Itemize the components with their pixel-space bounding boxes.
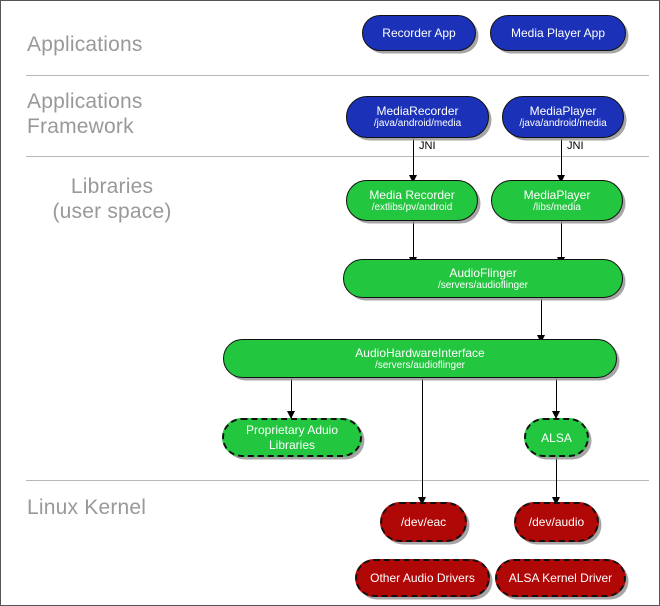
node-proprietary-audio-libs-title: Proprietary Aduio Libraries: [245, 422, 339, 452]
node-recorder-app[interactable]: Recorder App: [362, 15, 476, 51]
arrow-audiohardwareinterface-to-proprietary-libs: [287, 411, 295, 419]
node-dev-eac[interactable]: /dev/eac: [380, 502, 467, 542]
node-alsa-kernel-driver-title: ALSA Kernel Driver: [508, 571, 613, 585]
layer-label-libraries: Libraries (user space): [52, 175, 172, 223]
node-dev-eac-title: /dev/eac: [400, 515, 447, 529]
edge-audiohardwareinterface-to-dev-eac: [422, 377, 424, 503]
arrow-audiohardwareinterface-to-alsa: [552, 411, 560, 419]
layer-label-applications-framework: Applications Framework: [27, 90, 143, 138]
arrow-mediaplayer-to-mediaplayer-lib: [557, 175, 565, 183]
arrow-mediarecorder-to-media-recorder-lib: [409, 175, 417, 183]
edge-label-jni-player: JNI: [567, 140, 584, 152]
node-audiohardwareinterface-subtitle: /servers/audioflinger: [374, 359, 466, 371]
node-media-player-app[interactable]: Media Player App: [490, 15, 626, 51]
arrow-alsa-to-dev-audio: [552, 497, 560, 505]
node-mediarecorder-framework-title: MediaRecorder: [376, 104, 459, 118]
node-mediarecorder-framework[interactable]: MediaRecorder /java/android/media: [346, 96, 489, 138]
node-alsa-kernel-driver[interactable]: ALSA Kernel Driver: [495, 559, 626, 597]
edge-audioflinger-to-audiohardwareinterface: [541, 298, 543, 345]
node-media-recorder-lib[interactable]: Media Recorder /extlibs/pv/android: [346, 180, 478, 221]
divider-applications: [26, 75, 649, 76]
node-mediaplayer-lib[interactable]: MediaPlayer /libs/media: [491, 180, 623, 221]
arrow-audiohardwareinterface-to-dev-eac: [418, 497, 426, 505]
node-mediaplayer-lib-subtitle: /libs/media: [533, 201, 581, 213]
node-other-audio-drivers-title: Other Audio Drivers: [370, 571, 475, 585]
node-audioflinger[interactable]: AudioFlinger /servers/audioflinger: [343, 259, 623, 298]
edge-label-jni-recorder: JNI: [419, 140, 436, 152]
edge-audiohardwareinterface-to-alsa: [556, 377, 558, 419]
node-dev-audio[interactable]: /dev/audio: [514, 502, 599, 542]
divider-linux-kernel: [26, 480, 649, 481]
layer-label-applications: Applications: [27, 33, 143, 56]
edge-alsa-to-dev-audio: [556, 456, 558, 503]
edge-mediarecorder-to-media-recorder-lib: [413, 138, 415, 182]
node-mediaplayer-lib-title: MediaPlayer: [523, 187, 591, 202]
edge-mediaplayer-lib-to-audioflinger: [561, 221, 563, 268]
layer-label-linux-kernel: Linux Kernel: [27, 496, 147, 519]
divider-applications-framework: [26, 156, 649, 157]
node-mediaplayer-framework[interactable]: MediaPlayer /java/android/media: [502, 96, 624, 138]
edge-media-recorder-lib-to-audioflinger: [413, 221, 415, 268]
edge-audiohardwareinterface-to-proprietary-libs: [291, 377, 293, 419]
edge-mediaplayer-to-mediaplayer-lib: [561, 138, 563, 182]
node-alsa-title: ALSA: [541, 430, 572, 445]
node-mediaplayer-framework-subtitle: /java/android/media: [519, 118, 607, 129]
node-alsa[interactable]: ALSA: [524, 418, 589, 457]
node-dev-audio-title: /dev/audio: [528, 515, 585, 529]
node-audiohardwareinterface-title: AudioHardwareInterface: [355, 345, 485, 360]
node-mediaplayer-framework-title: MediaPlayer: [529, 104, 597, 118]
node-media-recorder-lib-subtitle: /extlibs/pv/android: [371, 201, 453, 213]
node-audioflinger-title: AudioFlinger: [449, 265, 517, 280]
node-other-audio-drivers[interactable]: Other Audio Drivers: [355, 559, 490, 597]
node-recorder-app-title: Recorder App: [382, 26, 456, 40]
node-mediarecorder-framework-subtitle: /java/android/media: [373, 118, 462, 129]
node-media-recorder-lib-title: Media Recorder: [369, 187, 455, 202]
node-media-player-app-title: Media Player App: [510, 26, 606, 40]
node-audioflinger-subtitle: /servers/audioflinger: [437, 279, 529, 291]
node-proprietary-audio-libs[interactable]: Proprietary Aduio Libraries: [222, 418, 362, 457]
node-audiohardwareinterface[interactable]: AudioHardwareInterface /servers/audiofli…: [223, 339, 617, 378]
